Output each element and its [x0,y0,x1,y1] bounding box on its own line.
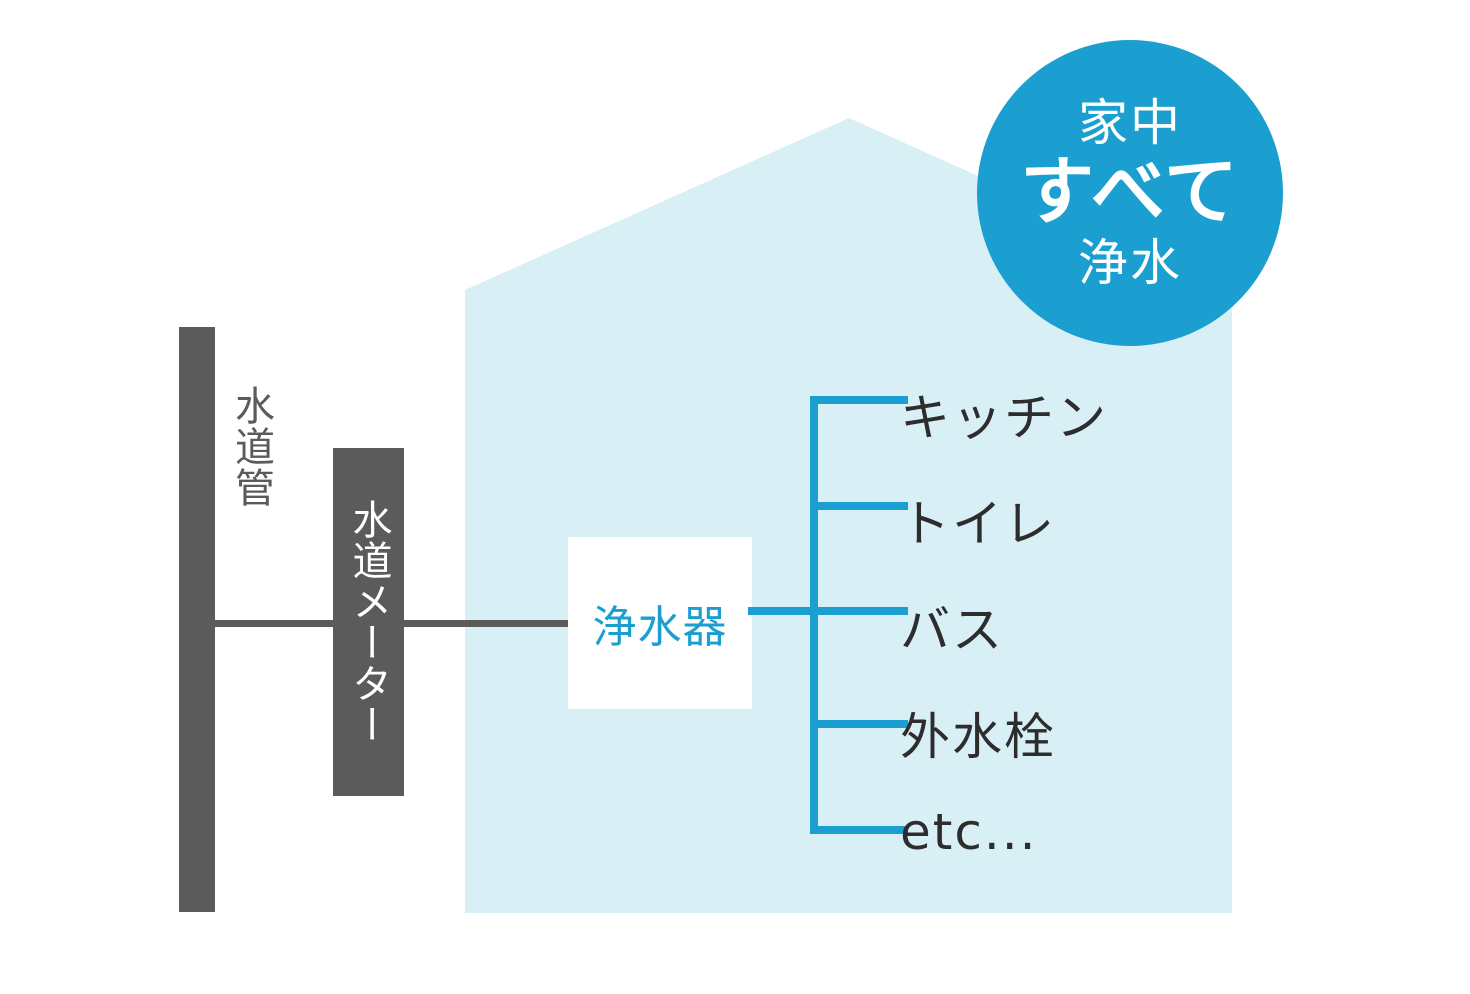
outlet-label-outdoor-faucet: 外水栓 [900,708,1056,766]
outlet-label-toilet: トイレ [900,495,1056,553]
distribution-tree [748,396,908,834]
water-supply-pipe [179,327,215,912]
badge-top-text: 家中 [1078,94,1182,153]
purifier-label: 浄水器 [592,602,728,653]
water-meter-box: 水道メーター [333,448,404,796]
purifier-box: 浄水器 [568,537,752,709]
badge-whole-house: 家中 すべて 浄水 [977,40,1283,346]
outlet-label-bath: バス [900,601,1004,659]
pipe-label: 水道管 [228,385,274,508]
outlet-label-kitchen: キッチン [900,389,1108,447]
badge-bottom-text: 浄水 [1078,233,1182,292]
water-meter-label: 水道メーター [345,499,392,745]
connector-pipe-to-meter [206,620,341,627]
badge-middle-text: すべて [1020,149,1240,236]
connector-meter-to-purifier [396,620,576,627]
outlet-label-etc: etc... [900,803,1038,861]
